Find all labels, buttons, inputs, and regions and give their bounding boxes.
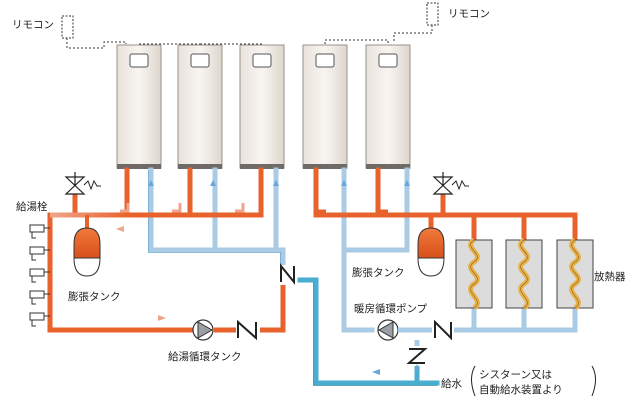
water-supply-outline xyxy=(313,282,437,386)
check-valve-supply xyxy=(406,340,428,366)
heater-unit-1 xyxy=(116,44,162,169)
water-supply-note-1: シスターン又は xyxy=(479,369,552,381)
expansion-tank-right-label: 膨張タンク xyxy=(352,266,405,279)
check-valve-right xyxy=(398,319,454,341)
heating-return-pipes xyxy=(341,167,578,333)
check-valve-left xyxy=(278,263,298,285)
heater-unit-2 xyxy=(177,44,223,169)
hot-main-gradient xyxy=(50,212,130,218)
expansion-tank-left-icon xyxy=(73,215,101,277)
hot-water-tap-label: 給湯栓 xyxy=(16,200,48,213)
heating-circ-pump-label: 暖房循環ポンプ xyxy=(354,302,428,315)
flow-arrows-left xyxy=(116,180,279,321)
water-supply-note-2: 自動給水装置より xyxy=(479,383,563,396)
radiator-3 xyxy=(556,237,594,311)
expansion-tank-right-icon xyxy=(417,227,445,277)
hot-water-taps xyxy=(29,224,50,327)
radiator-label: 放熱器 xyxy=(594,270,626,283)
remote-left-icon xyxy=(61,15,127,49)
remote-right-label: リモコン xyxy=(448,8,490,20)
heating-circ-pump-icon xyxy=(377,319,399,341)
heater-unit-4 xyxy=(302,44,348,169)
paren-right xyxy=(591,365,596,397)
paren-left xyxy=(471,365,476,397)
relief-valve-right-icon xyxy=(432,172,469,195)
check-valve-pump-left xyxy=(214,319,260,341)
radiator-1 xyxy=(455,237,493,311)
remote-right-icon xyxy=(393,2,439,42)
water-supply-label: 給水 xyxy=(441,377,462,390)
expansion-tank-left-label: 膨張タンク xyxy=(68,290,121,303)
relief-valve-left-icon xyxy=(64,172,101,195)
hot-water-circ-pump-icon xyxy=(192,319,214,341)
heater-unit-3 xyxy=(239,44,285,169)
hot-water-circ-tank-label: 給湯循環タンク xyxy=(168,350,242,363)
remote-left-label: リモコン xyxy=(12,19,54,31)
radiator-2 xyxy=(505,237,543,311)
water-supply-pipes xyxy=(297,277,440,386)
heater-unit-5 xyxy=(365,44,411,169)
hot-water-return-pipe-outline xyxy=(148,170,281,272)
flow-arrows-right xyxy=(314,180,420,375)
